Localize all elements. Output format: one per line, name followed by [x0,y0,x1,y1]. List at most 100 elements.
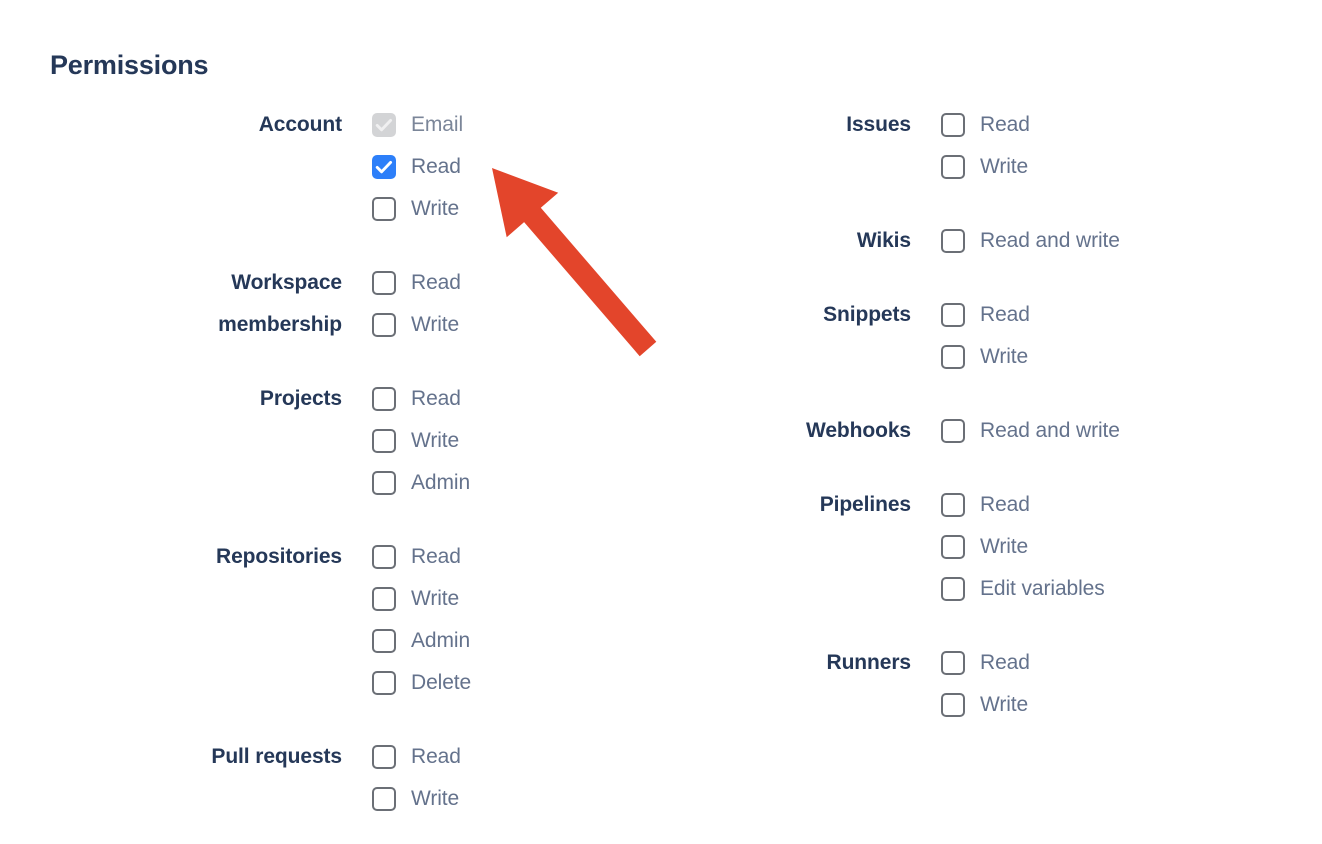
option-list: Read and write [941,220,1260,262]
option-label: Read [411,271,461,294]
checkbox-unchecked-icon[interactable] [372,197,396,221]
checkbox-unchecked-icon[interactable] [941,535,965,559]
group-label-account: Account [150,104,372,146]
group-label-line: Wikis [856,229,911,252]
option-row-repositories-delete[interactable]: Delete [372,662,650,704]
option-row-repositories-admin[interactable]: Admin [372,620,650,662]
option-row-workspace-membership-write[interactable]: Write [372,304,650,346]
checkbox-unchecked-icon[interactable] [372,471,396,495]
option-row-runners-write[interactable]: Write [941,684,1260,726]
option-row-snippets-write[interactable]: Write [941,336,1260,378]
option-label: Email [411,113,464,136]
option-label: Edit variables [980,577,1105,600]
checkbox-unchecked-icon[interactable] [372,429,396,453]
checkbox-unchecked-icon[interactable] [941,651,965,675]
checkbox-unchecked-icon[interactable] [372,587,396,611]
checkbox-unchecked-icon[interactable] [372,745,396,769]
option-label: Write [411,313,460,336]
option-label: Admin [411,471,471,494]
option-label: Read and write [980,419,1120,442]
group-label-projects: Projects [150,378,372,420]
checkbox-unchecked-icon[interactable] [941,493,965,517]
option-label: Write [411,197,460,220]
option-row-snippets-read[interactable]: Read [941,294,1260,336]
option-row-webhooks-read-and-write[interactable]: Read and write [941,410,1260,452]
checkbox-unchecked-icon[interactable] [941,419,965,443]
checkbox-unchecked-icon[interactable] [941,693,965,717]
group-label-line: Projects [259,387,342,410]
group-label-line: Webhooks [806,419,911,442]
group-label-line: Workspace [231,271,342,294]
checkbox-unchecked-icon[interactable] [372,313,396,337]
option-row-issues-read[interactable]: Read [941,104,1260,146]
option-row-pipelines-write[interactable]: Write [941,526,1260,568]
group-label-runners: Runners [760,642,941,684]
option-label: Write [980,345,1029,368]
checkbox-unchecked-icon[interactable] [372,787,396,811]
group-label-line: Issues [846,113,911,136]
checkbox-unchecked-icon[interactable] [941,155,965,179]
checkbox-unchecked-icon[interactable] [372,671,396,695]
option-label: Read [411,545,461,568]
option-label: Write [980,693,1029,716]
option-label: Write [980,535,1029,558]
option-label: Read [411,155,461,178]
group-label-line: Repositories [216,545,342,568]
option-row-repositories-write[interactable]: Write [372,578,650,620]
option-row-account-read[interactable]: Read [372,146,650,188]
checkbox-unchecked-icon[interactable] [941,303,965,327]
checkbox-checked-icon[interactable] [372,155,396,179]
option-row-account-write[interactable]: Write [372,188,650,230]
option-label: Write [411,587,460,610]
option-label: Read [980,303,1030,326]
option-list: Read and write [941,410,1260,452]
option-row-projects-write[interactable]: Write [372,420,650,462]
checkbox-unchecked-icon[interactable] [941,345,965,369]
option-label: Delete [411,671,472,694]
checkbox-checked-disabled-icon [372,113,396,137]
group-label-line: Account [258,113,342,136]
option-row-pull-requests-write[interactable]: Write [372,778,650,820]
option-row-workspace-membership-read[interactable]: Read [372,262,650,304]
option-label: Admin [411,629,471,652]
checkbox-unchecked-icon[interactable] [372,271,396,295]
option-row-issues-write[interactable]: Write [941,146,1260,188]
option-row-projects-read[interactable]: Read [372,378,650,420]
option-label: Read [411,387,461,410]
checkbox-unchecked-icon[interactable] [941,229,965,253]
group-label-issues: Issues [760,104,941,146]
option-row-account-email[interactable]: Email [372,104,650,146]
option-row-pipelines-edit-variables[interactable]: Edit variables [941,568,1260,610]
checkbox-unchecked-icon[interactable] [941,113,965,137]
group-label-snippets: Snippets [760,294,941,336]
option-label: Read [980,493,1030,516]
option-row-runners-read[interactable]: Read [941,642,1260,684]
option-row-wikis-read-and-write[interactable]: Read and write [941,220,1260,262]
option-row-pipelines-read[interactable]: Read [941,484,1260,526]
checkbox-unchecked-icon[interactable] [372,629,396,653]
checkbox-unchecked-icon[interactable] [372,387,396,411]
option-row-repositories-read[interactable]: Read [372,536,650,578]
group-label-line: Snippets [823,303,911,326]
group-label-webhooks: Webhooks [760,410,941,452]
checkbox-unchecked-icon[interactable] [941,577,965,601]
option-row-projects-admin[interactable]: Admin [372,462,650,504]
page-title: Permissions [50,50,209,80]
option-row-pull-requests-read[interactable]: Read [372,736,650,778]
group-label-pull-requests: Pull requests [150,736,372,778]
checkbox-unchecked-icon[interactable] [372,545,396,569]
